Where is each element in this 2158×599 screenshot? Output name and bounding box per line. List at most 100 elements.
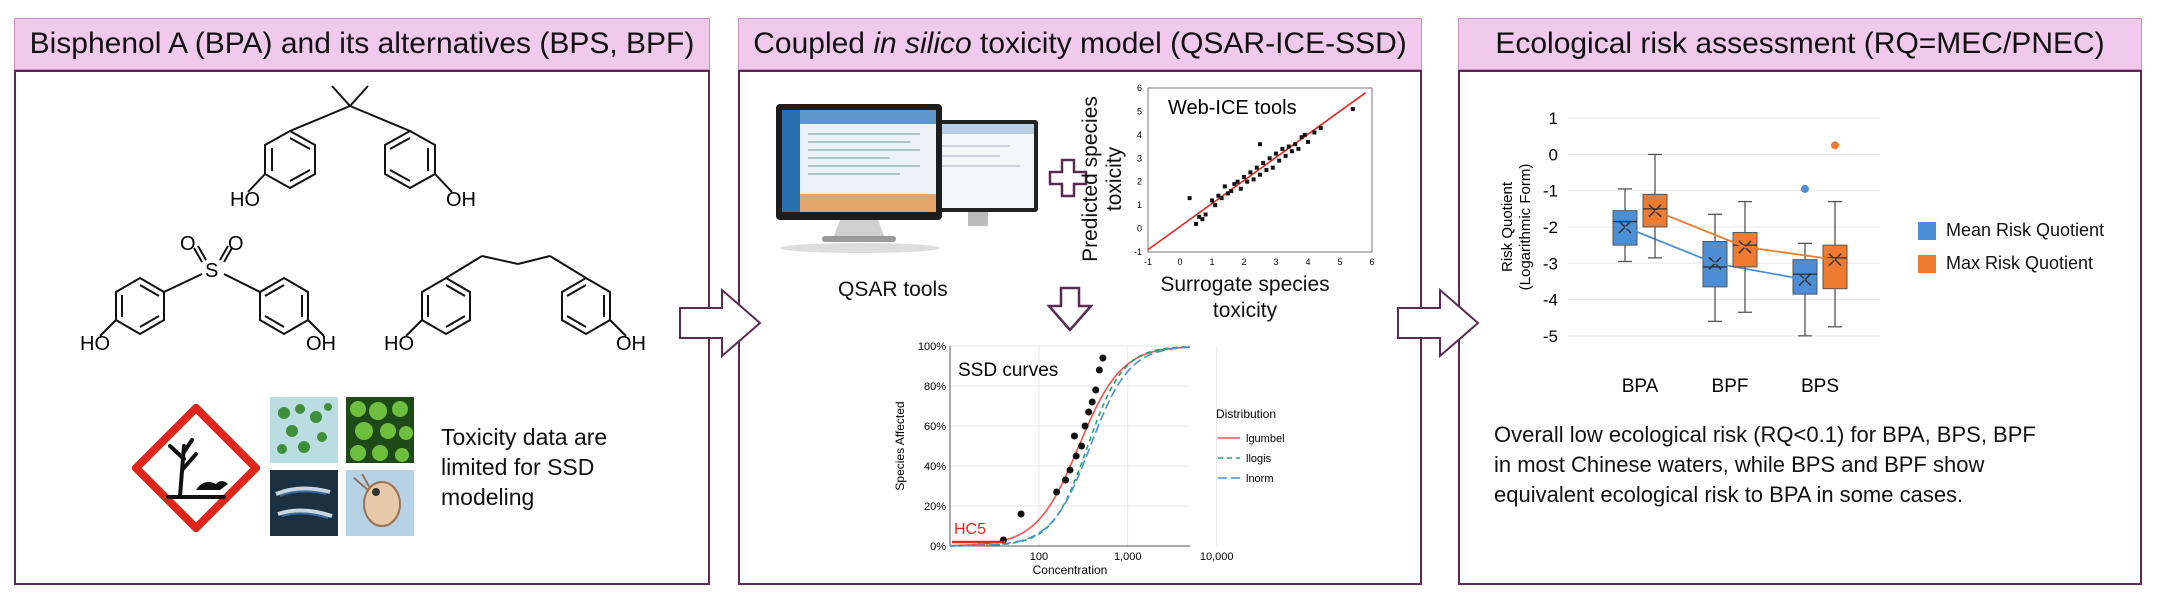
ssd-legend-label: lgumbel bbox=[1246, 433, 1285, 445]
webice-point bbox=[1312, 130, 1317, 135]
svg-text:O: O bbox=[228, 233, 244, 255]
chlorella-image bbox=[346, 397, 414, 463]
webice-point bbox=[1258, 142, 1262, 147]
webice-ytick: 3 bbox=[1137, 153, 1142, 163]
webice-point bbox=[1235, 179, 1240, 184]
bpf-structure: HO OH bbox=[384, 255, 646, 352]
bpa-structure: HO OH bbox=[230, 85, 476, 211]
box-mean-marker bbox=[1648, 204, 1662, 218]
ssd-point bbox=[1072, 452, 1080, 460]
box-mean-risk-quotient bbox=[1612, 188, 1638, 263]
legend-item-max: Max Risk Quotient bbox=[1918, 253, 2104, 274]
ssd-ytick: 100% bbox=[918, 341, 946, 353]
webice-point bbox=[1197, 214, 1202, 219]
webice-point bbox=[1216, 193, 1221, 198]
ssd-point bbox=[1085, 408, 1093, 416]
webice-point bbox=[1232, 182, 1237, 187]
svg-text:OH: OH bbox=[616, 333, 646, 352]
webice-point bbox=[1187, 196, 1192, 201]
webice-point bbox=[1242, 175, 1246, 180]
webice-point bbox=[1277, 158, 1282, 163]
ssd-point bbox=[1092, 386, 1100, 394]
webice-ytick: 6 bbox=[1137, 83, 1142, 93]
ssd-xtick: 1,000 bbox=[1114, 551, 1142, 563]
webice-point bbox=[1302, 132, 1307, 137]
ssd-legend-label: lnorm bbox=[1246, 473, 1274, 485]
box-ytick: -3 bbox=[1543, 254, 1558, 273]
webice-xtick: 0 bbox=[1177, 257, 1182, 267]
algae-image bbox=[270, 397, 338, 463]
ssd-ytick: 20% bbox=[924, 501, 946, 513]
panel1-title: Bisphenol A (BPA) and its alternatives (… bbox=[29, 27, 695, 60]
webice-point bbox=[1203, 212, 1208, 217]
ssd-point bbox=[1053, 488, 1061, 496]
ssd-point bbox=[1062, 476, 1070, 484]
webice-ytick: 2 bbox=[1137, 177, 1142, 187]
webice-ytick: 4 bbox=[1137, 130, 1142, 140]
webice-xtick: -1 bbox=[1144, 257, 1152, 267]
webice-xtick: 2 bbox=[1241, 257, 1246, 267]
svg-text:OH: OH bbox=[306, 333, 336, 352]
webice-point bbox=[1251, 177, 1256, 182]
bps-structure: S O O HO OH bbox=[80, 233, 336, 352]
webice-xtick: 4 bbox=[1305, 257, 1310, 267]
box-ylabel: Risk Quotient(Logarithmic Form) bbox=[1499, 164, 1534, 291]
ssd-point bbox=[1088, 398, 1096, 406]
ssd-point bbox=[1095, 366, 1103, 374]
risk-legend: Mean Risk Quotient Max Risk Quotient bbox=[1918, 220, 2104, 274]
qsar-label: QSAR tools bbox=[838, 278, 948, 301]
webice-point bbox=[1286, 144, 1291, 149]
webice-point bbox=[1296, 146, 1301, 151]
ssd-title: SSD curves bbox=[958, 360, 1058, 381]
daphnia-image bbox=[346, 470, 414, 536]
webice-point bbox=[1280, 146, 1285, 151]
legend-item-mean: Mean Risk Quotient bbox=[1918, 220, 2104, 241]
qsar-monitors-image bbox=[776, 104, 1038, 253]
plus-icon bbox=[1048, 158, 1088, 198]
box-ytick: -5 bbox=[1543, 327, 1558, 346]
webice-title: Web-ICE tools bbox=[1168, 97, 1297, 119]
webice-point bbox=[1267, 156, 1272, 161]
svg-text:HO: HO bbox=[80, 333, 110, 352]
environmental-hazard-icon bbox=[132, 404, 260, 532]
arrow-down-icon bbox=[1047, 286, 1093, 332]
svg-text:HO: HO bbox=[384, 333, 414, 352]
webice-ytick: 5 bbox=[1137, 106, 1142, 116]
box-body bbox=[1732, 231, 1758, 268]
webice-point bbox=[1213, 203, 1218, 208]
ssd-ylabel: Species Affected bbox=[893, 401, 907, 490]
webice-ytick: 0 bbox=[1137, 224, 1142, 234]
webice-point bbox=[1194, 221, 1198, 226]
webice-point bbox=[1219, 196, 1224, 201]
webice-xtick: 5 bbox=[1337, 257, 1342, 267]
webice-point bbox=[1254, 165, 1259, 170]
box-mean-line bbox=[1654, 209, 1836, 261]
box-category-label: BPS bbox=[1801, 376, 1839, 397]
webice-point bbox=[1238, 186, 1243, 191]
box-outlier bbox=[1831, 141, 1839, 150]
webice-point bbox=[1274, 151, 1278, 156]
svg-text:S: S bbox=[205, 260, 218, 282]
ssd-point bbox=[1070, 432, 1078, 440]
hc5-label: HC5 bbox=[954, 521, 986, 538]
ssd-point bbox=[1078, 442, 1086, 450]
webice-point bbox=[1350, 107, 1355, 112]
ssd-point bbox=[1099, 354, 1107, 362]
webice-point bbox=[1283, 153, 1288, 158]
webice-point bbox=[1200, 217, 1205, 222]
ssd-xtick: 100 bbox=[1030, 551, 1048, 563]
webice-point bbox=[1306, 139, 1310, 144]
ssd-plot-area bbox=[950, 346, 1190, 546]
panel2-header: Coupled in silico toxicity model (QSAR-I… bbox=[738, 18, 1422, 70]
svg-text:OH: OH bbox=[446, 189, 476, 211]
webice-point bbox=[1299, 135, 1304, 140]
ssd-point bbox=[1066, 466, 1074, 474]
ssd-curve-lnorm bbox=[949, 346, 1191, 547]
webice-point bbox=[1270, 165, 1275, 170]
ssd-point bbox=[1081, 422, 1089, 430]
webice-point bbox=[1229, 189, 1234, 194]
webice-point bbox=[1248, 170, 1253, 175]
box-ytick: -1 bbox=[1543, 182, 1558, 201]
